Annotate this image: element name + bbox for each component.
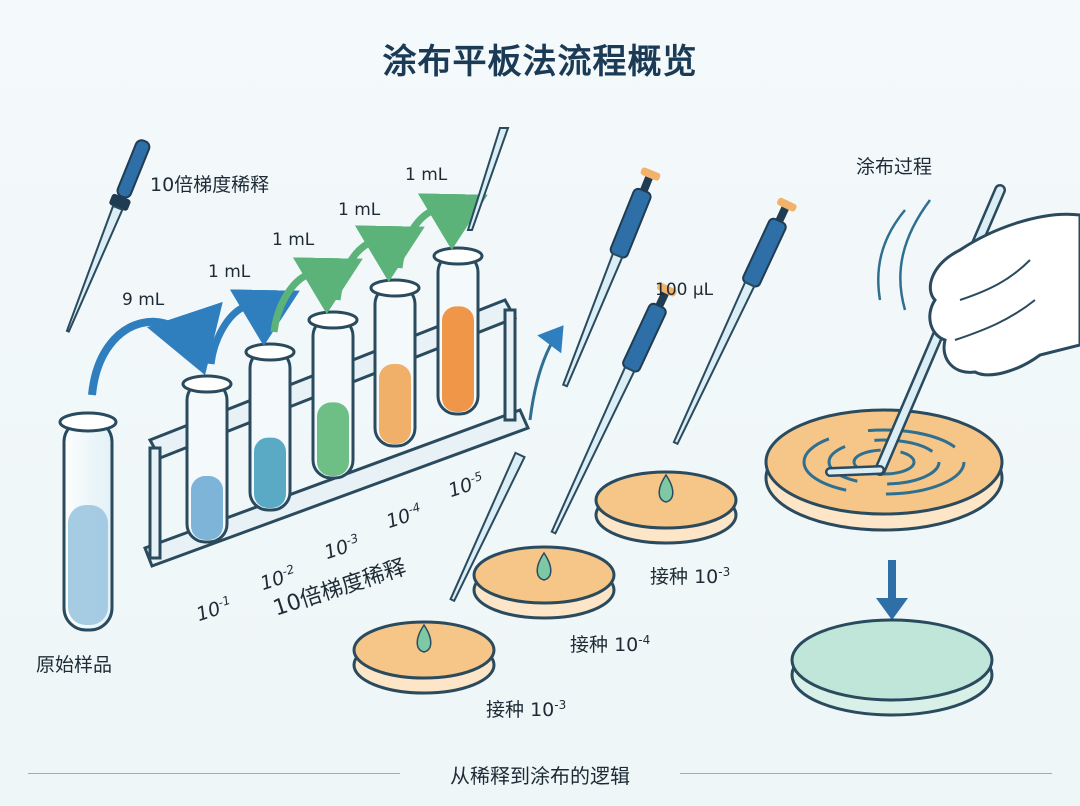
volume-label-1ml: 1 mL	[338, 200, 381, 220]
gloved-hand	[928, 212, 1080, 377]
volume-label-1ml: 1 mL	[405, 165, 448, 185]
transfer-arrow-9ml	[88, 301, 223, 396]
spread-process-label: 涂布过程	[856, 156, 933, 178]
down-arrow	[876, 560, 908, 620]
footer-divider-right	[680, 773, 1052, 774]
result-plate	[790, 618, 994, 717]
pipette-2	[550, 282, 677, 535]
dilution-tube-4	[369, 278, 421, 448]
dropper-pipette	[65, 139, 151, 333]
plate-label-3: 接种 10-3	[650, 565, 731, 588]
motion-line	[877, 209, 906, 301]
plate-label-1: 接种 10-3	[486, 698, 567, 721]
dilution-title-label: 10倍梯度稀释	[150, 174, 270, 196]
transfer-arrow-2	[270, 257, 363, 333]
plate-3	[594, 470, 738, 545]
original-sample-label: 原始样品	[36, 654, 113, 676]
plate-2	[472, 545, 616, 620]
transfer-arrow-3	[333, 225, 425, 301]
dilution-tube-5	[432, 246, 484, 416]
transfer-arrow-4	[395, 193, 488, 269]
footer-caption: 从稀释到涂布的逻辑	[450, 764, 630, 788]
transfer-arrows	[207, 127, 510, 365]
volume-label-9ml: 9 mL	[122, 290, 165, 310]
volume-label-1ml: 1 mL	[272, 230, 315, 250]
dilution-tubes	[181, 246, 484, 544]
page-title: 涂布平板法流程概览	[382, 42, 698, 82]
dilution-tube-2	[244, 342, 296, 512]
pipette-3	[672, 197, 797, 446]
pipette-top	[561, 167, 661, 388]
volume-label-100ul: 100 µL	[655, 280, 714, 300]
transfer-pipette	[466, 127, 510, 231]
plate-1	[352, 620, 496, 695]
transfer-arrow-1	[207, 289, 300, 365]
volume-label-1ml: 1 mL	[208, 262, 251, 282]
original-sample-tube	[58, 411, 118, 632]
dilution-tube-1	[181, 374, 233, 544]
plate-label-2: 接种 10-4	[570, 633, 651, 656]
footer-divider-left	[28, 773, 400, 774]
motion-line	[899, 199, 932, 311]
upward-arrow	[528, 325, 564, 421]
dilution-tube-3	[307, 310, 359, 480]
pipette-1	[449, 451, 526, 603]
